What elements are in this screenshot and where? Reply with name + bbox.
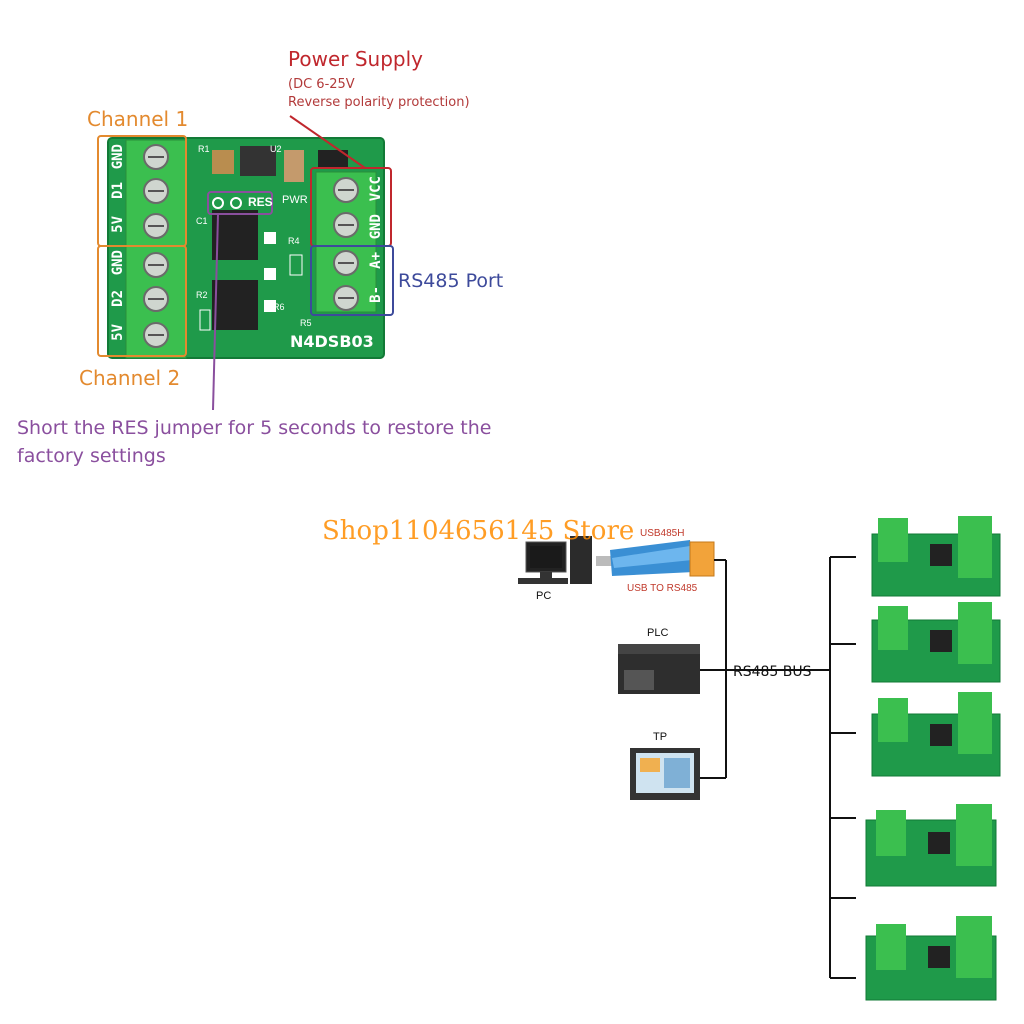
channel1-label: Channel 1	[87, 107, 189, 131]
node-board-5	[865, 916, 997, 1001]
adapter-terminal	[689, 541, 715, 577]
res-silkscreen: RES	[248, 195, 273, 209]
channel2-label: Channel 2	[79, 366, 181, 390]
power-supply-title: Power Supply	[288, 47, 423, 71]
rs485-port-label: RS485 Port	[398, 270, 504, 292]
part-label: R4	[288, 236, 300, 246]
pin-label: D1	[110, 182, 126, 199]
pwr-silkscreen: PWR	[282, 194, 308, 206]
board-illustration	[97, 115, 394, 411]
adapter-label: USB TO RS485	[627, 583, 698, 594]
rs485-bus-label: RS485 BUS	[733, 664, 812, 680]
part-label: R5	[300, 318, 312, 328]
node-board-1	[871, 516, 1001, 597]
pin-label: D2	[110, 290, 126, 307]
res-note-line2: factory settings	[17, 445, 166, 467]
chip-1	[212, 210, 258, 260]
pin-label: 5V	[110, 216, 126, 233]
node-board-3	[871, 692, 1001, 777]
pc-tower	[570, 536, 592, 584]
power-supply-spec: (DC 6-25V	[288, 77, 355, 92]
store-watermark: Shop1104656145 Store	[322, 516, 635, 546]
left-terminal-block	[125, 139, 187, 359]
pin-label: B-	[368, 286, 384, 303]
pin-label: A+	[368, 252, 384, 269]
network-diagram	[518, 516, 1001, 1001]
part-label: R6	[273, 302, 285, 312]
res-leader	[212, 213, 219, 411]
adapter-model-label: USB485H	[640, 528, 685, 539]
part-label: U2	[270, 144, 282, 154]
part-label: C1	[196, 216, 208, 226]
node-board-4	[865, 804, 997, 887]
tp-label: TP	[653, 731, 668, 743]
power-leader	[289, 115, 366, 169]
res-note-line1: Short the RES jumper for 5 seconds to re…	[17, 417, 492, 439]
power-supply-note: Reverse polarity protection)	[288, 95, 470, 110]
res-box	[207, 191, 273, 215]
part-label: R2	[196, 290, 208, 300]
node-board-2	[871, 602, 1001, 683]
part-label: R1	[198, 144, 210, 154]
pin-label: GND	[110, 250, 126, 276]
regulator	[240, 146, 276, 176]
channel2-box	[97, 245, 187, 357]
chip-2	[212, 280, 258, 330]
pc-label: PC	[536, 590, 552, 602]
pin-label: 5V	[110, 324, 126, 341]
pin-label: GND	[110, 144, 126, 170]
board-model: N4DSB03	[290, 332, 374, 351]
usb-plug	[596, 556, 612, 566]
rs485-box	[310, 245, 394, 316]
pin-label: VCC	[368, 176, 384, 202]
pin-label: GND	[368, 214, 384, 240]
plc-label: PLC	[647, 627, 669, 639]
